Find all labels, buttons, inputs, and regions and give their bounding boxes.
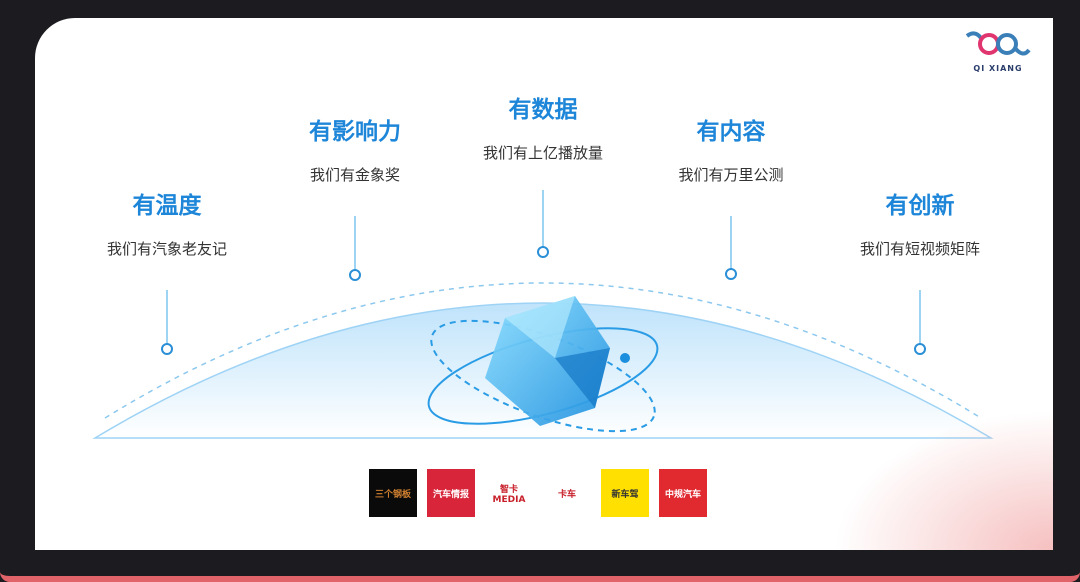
- pillar-title: 有影响力: [309, 119, 401, 145]
- media-logo: 三个钢板: [369, 469, 417, 517]
- pillar-title: 有创新: [885, 193, 955, 219]
- globe-illustration: [92, 190, 994, 439]
- pillar-influence: 有影响力我们有金象奖: [309, 112, 401, 185]
- pillar-warmth: 有温度我们有汽象老友记: [107, 186, 227, 259]
- pillar-title: 有内容: [696, 119, 766, 145]
- pillar-desc: 我们有万里公测: [678, 166, 784, 184]
- pillar-data: 有数据我们有上亿播放量: [483, 90, 603, 163]
- pillar-innovation: 有创新我们有短视频矩阵: [860, 186, 980, 259]
- brand-name: QI XIANG: [973, 64, 1023, 73]
- media-logo: 智卡MEDIA: [485, 469, 533, 517]
- media-logo: 卡车: [543, 469, 591, 517]
- pillar-desc: 我们有金象奖: [309, 166, 400, 184]
- pillar-desc: 我们有上亿播放量: [482, 144, 604, 162]
- media-logo: 中规汽车: [659, 469, 707, 517]
- pillar-desc: 我们有汽象老友记: [106, 240, 228, 258]
- brand-logo: QI XIANG: [963, 28, 1033, 73]
- pillar-title: 有数据: [508, 97, 578, 123]
- media-logo: 汽车情报: [427, 469, 475, 517]
- pillar-content: 有内容我们有万里公测: [678, 112, 783, 185]
- node-dot: [161, 343, 173, 355]
- pillar-title: 有温度: [132, 193, 202, 219]
- media-logo: 新车驾: [601, 469, 649, 517]
- brand-mark-icon: [965, 31, 1031, 56]
- pillar-desc: 我们有短视频矩阵: [859, 240, 981, 258]
- slide: 有温度我们有汽象老友记 有影响力我们有金象奖 有数据我们有上亿播放量 有内容我们…: [35, 18, 1053, 550]
